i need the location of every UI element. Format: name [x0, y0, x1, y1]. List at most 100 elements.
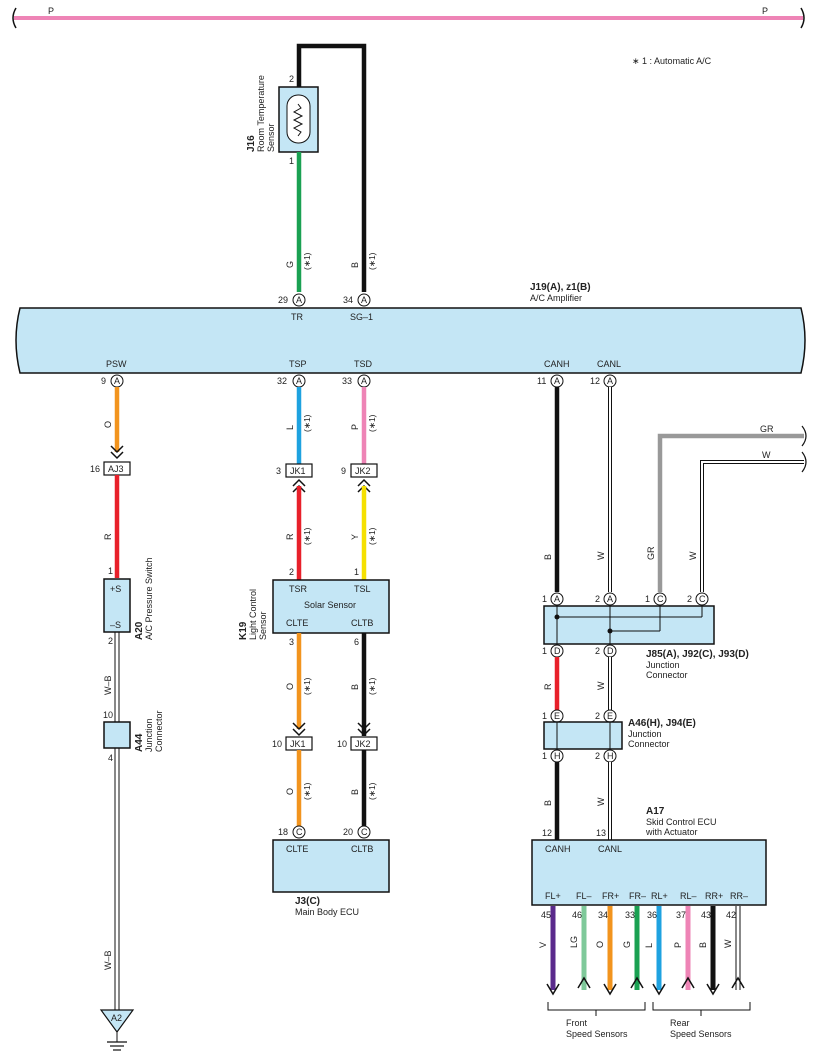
jc1-pin-1d-conn: D: [554, 646, 561, 656]
skid-label-canh: CANH: [545, 844, 571, 854]
skid-pin-canl: 13: [596, 828, 606, 838]
wire-g-note: (∗1): [302, 252, 312, 270]
wire-canh-label: B: [543, 554, 553, 560]
skid-name-2: with Actuator: [645, 827, 698, 837]
arrow-down-icon: [652, 983, 666, 996]
pin-sg1-num: 34: [343, 295, 353, 305]
ecu-label-clte: CLTE: [286, 844, 308, 854]
pin-sg1: [357, 293, 371, 307]
main-body-ecu: [272, 839, 390, 893]
a20-plus: +S: [110, 584, 121, 594]
wire-l-label: L: [285, 425, 295, 430]
front-sensors-2: Speed Sensors: [566, 1029, 628, 1039]
pin-tsd-conn: A: [361, 376, 367, 386]
a44-name-1: Junction: [144, 718, 154, 752]
skid-output-wire-label: W: [723, 939, 733, 948]
skid-output-pin: 33: [625, 910, 635, 920]
pin-tsp-conn: A: [296, 376, 302, 386]
k19-name-2: Sensor: [258, 611, 268, 640]
wire-b2-note: (∗1): [367, 677, 377, 695]
k19-pin-clte: 3: [289, 637, 294, 647]
skid-output-label: RL+: [651, 891, 668, 901]
wire-w3-label: W: [596, 681, 606, 690]
conn-aj3-label: AJ3: [108, 464, 124, 474]
ecu-pin-clte-conn: C: [296, 827, 303, 837]
jc1-pin-1c-conn: C: [657, 594, 664, 604]
wire-o2-note: (∗1): [302, 677, 312, 695]
skid-output-pin: 43: [701, 910, 711, 920]
jc1-pin-2c-conn: C: [699, 594, 706, 604]
jc1-pin-2c: [695, 592, 709, 606]
wire-b-label: B: [350, 262, 360, 268]
skid-output-wire-label: B: [698, 942, 708, 948]
ecu-pin-cltb-conn: C: [361, 827, 368, 837]
wire-p-label: P: [350, 424, 360, 430]
pin-sg1-label: SG–1: [350, 312, 373, 322]
j16-name-2: Sensor: [266, 123, 276, 152]
jc1-body: [543, 605, 715, 645]
k19-name-1: Light Control: [248, 589, 258, 640]
room-temp-sensor: 2 1 J16 Room Temperature Sensor G (∗1) B…: [246, 43, 377, 292]
arrow-up-icon: [630, 976, 644, 989]
a20-code: A20: [134, 621, 145, 640]
pin-tr-num: 29: [278, 295, 288, 305]
k19-pin-tsr: 2: [289, 567, 294, 577]
skid-code: A17: [646, 806, 665, 817]
wire-w-right-label: W: [762, 450, 771, 460]
jc2-pin-1h-conn: H: [554, 751, 561, 761]
j16-code: J16: [246, 135, 257, 152]
jc1-pin-2c-num: 2: [687, 594, 692, 604]
skid-output-pin: 37: [676, 910, 686, 920]
wire-wb-label-1: W–B: [103, 675, 113, 695]
j16-name-1: Room Temperature: [256, 75, 266, 152]
solar-branch: L (∗1) P (∗1) JK1 3 JK2 9 R (∗1) Y (∗1) …: [238, 387, 390, 917]
skid-output-wire-label: LG: [569, 936, 579, 948]
arrow-down-icon: [603, 983, 617, 996]
pin-canh-label: CANH: [544, 359, 570, 369]
bus-label-right: P: [762, 6, 768, 16]
k19-pin-tsl: 1: [354, 567, 359, 577]
pin-sg1-conn: A: [361, 295, 367, 305]
pin-psw-conn: A: [114, 376, 120, 386]
jc1-pin-1c: [653, 592, 667, 606]
skid-control-ecu: [531, 839, 767, 906]
ecu-pin-clte-num: 18: [278, 827, 288, 837]
wire-o3-note: (∗1): [302, 782, 312, 800]
j16-pin-top: 2: [289, 74, 294, 84]
conn-jk2-top-label: JK2: [355, 466, 371, 476]
skid-output-pin: 45: [541, 910, 551, 920]
a44-pin-bottom: 4: [108, 753, 113, 763]
wire-w-label: W: [688, 551, 698, 560]
wire-r2-note: (∗1): [302, 527, 312, 545]
a44-body: [103, 721, 131, 749]
a20-name: A/C Pressure Switch: [144, 557, 154, 640]
wire-w4-label: W: [596, 797, 606, 806]
k19-title: Solar Sensor: [304, 600, 356, 610]
pin-canl-conn: A: [607, 376, 613, 386]
skid-output-label: FR–: [629, 891, 646, 901]
jc1-name-1: Junction: [646, 660, 680, 670]
wire-r-label: R: [103, 533, 113, 540]
arrow-up-icon: [681, 976, 695, 989]
skid-outputs: FL+45VFL–46LGFR+34OFR–33GRL+36LRL–37PRR+…: [538, 891, 748, 996]
wire-b3-label: B: [350, 789, 360, 795]
skid-output-pin: 36: [647, 910, 657, 920]
skid-output-wire-label: P: [673, 942, 683, 948]
skid-output-wire-label: O: [595, 941, 605, 948]
wire-r3-label: R: [543, 683, 553, 690]
pin-canh-conn: A: [554, 376, 560, 386]
conn-jk2-bot-pin: 10: [337, 739, 347, 749]
skid-output-label: FR+: [602, 891, 619, 901]
conn-aj3-pin: 16: [90, 464, 100, 474]
conn-jk1-top-pin: 3: [276, 466, 281, 476]
jc1-name-2: Connector: [646, 670, 688, 680]
jc2-code: A46(H), J94(E): [628, 718, 696, 729]
skid-output-wire-label: G: [622, 941, 632, 948]
pin-canl-label: CANL: [597, 359, 621, 369]
jc1-pin-1a-num: 1: [542, 594, 547, 604]
pin-canh-num: 11: [537, 376, 546, 386]
ecu-pin-cltb: [357, 825, 371, 839]
conn-jk1-top-label: JK1: [290, 466, 306, 476]
jc1-pin-1c-num: 1: [645, 594, 650, 604]
